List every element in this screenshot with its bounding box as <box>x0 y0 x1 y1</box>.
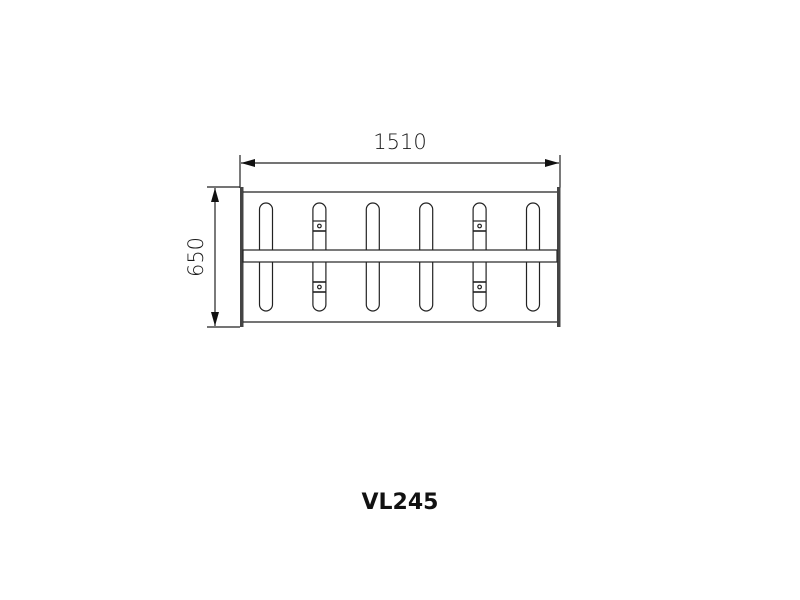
width-dimension: 1510 <box>239 130 561 188</box>
height-dimension: 650 <box>184 186 240 328</box>
bolt-hole <box>477 223 483 229</box>
bracket <box>473 281 487 293</box>
bracket <box>312 220 326 232</box>
bike-rack-plan <box>240 187 561 327</box>
bolt-hole <box>477 284 483 290</box>
width-label: 1510 <box>373 130 426 154</box>
bracket <box>312 281 326 293</box>
bracket <box>473 220 487 232</box>
height-label: 650 <box>184 237 208 277</box>
bolt-hole <box>317 223 322 229</box>
model-code: VL245 <box>361 490 439 515</box>
bolt-hole <box>317 284 322 290</box>
